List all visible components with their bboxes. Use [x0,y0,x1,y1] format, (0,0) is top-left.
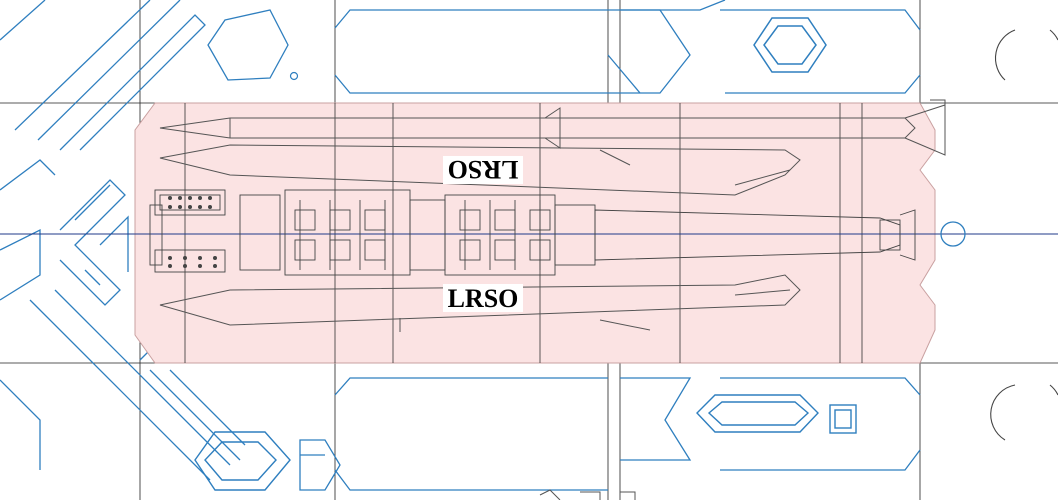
bottom-stack-shape [299,439,341,491]
top-band-outline [334,0,921,94]
label-top: LRSO [448,155,519,184]
label-bottom-group: LRSO [443,284,523,313]
hexagon-shape [207,9,289,81]
small-circle [289,71,299,81]
bottom-detail [539,489,636,500]
octagon-shape [753,17,827,73]
label-top-group: LRSO [443,155,523,184]
bottom-band-outline [334,377,921,491]
missile-shape [159,99,946,332]
launcher-shape [149,189,916,276]
square-shape [829,404,857,434]
launcher-dots [168,196,217,268]
right-circle [940,221,966,247]
label-bottom: LRSO [448,284,519,313]
arc-shape [990,29,1058,441]
bottom-hexagon-shape [696,394,819,433]
bottom-left-hexagon [194,431,291,491]
